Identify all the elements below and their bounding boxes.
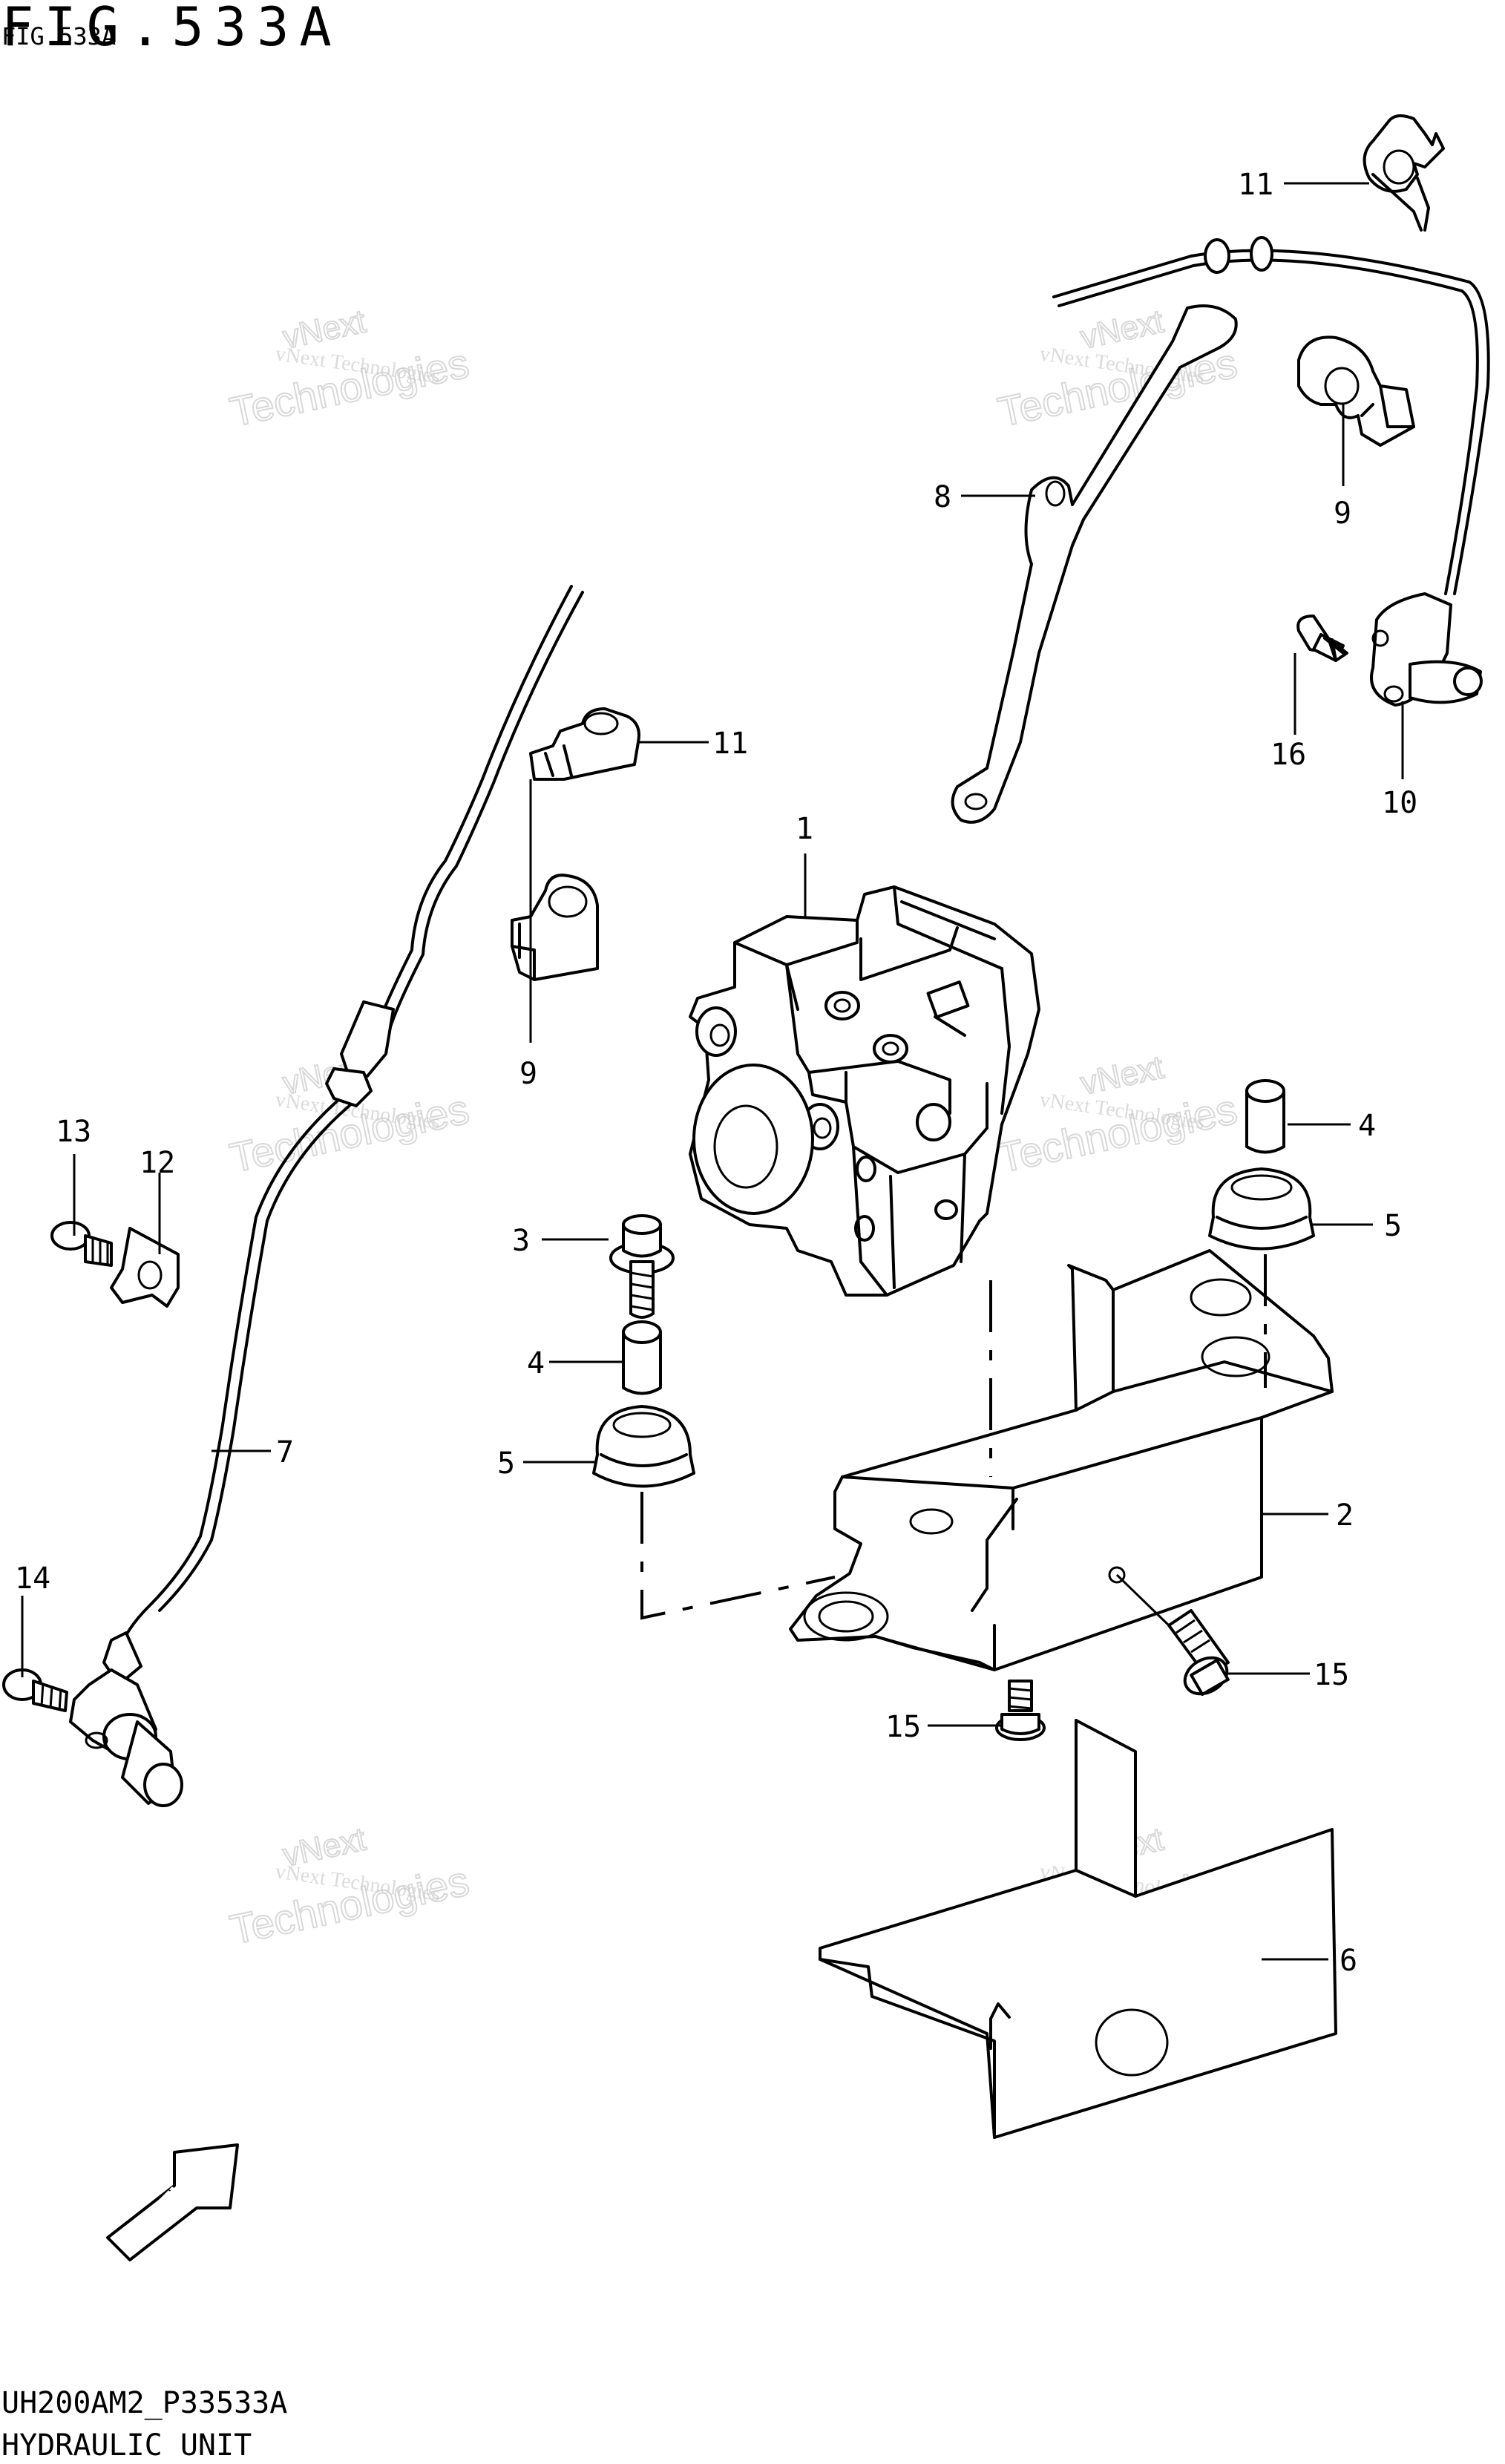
part-15-bolt-b — [995, 1680, 1046, 1741]
part-14-bolt — [2, 1668, 68, 1712]
part-3-bolt — [609, 1214, 675, 1319]
callout-10: 10 — [1382, 786, 1417, 820]
part-2-main-bracket — [789, 1249, 1334, 1671]
diagram-name: HYDRAULIC UNIT — [1, 2428, 252, 2463]
part-8-sensor-bracket — [951, 304, 1238, 824]
part-16-bolt — [1296, 615, 1348, 662]
callout-12: 12 — [140, 1146, 175, 1180]
watermark-bottom-left: vNext vNext Technologies Technologies — [225, 1820, 473, 1953]
callout-2: 2 — [1336, 1498, 1354, 1533]
callout-3: 3 — [512, 1224, 530, 1258]
part-9-clamp-middle — [511, 874, 599, 981]
watermark-line1: vNext — [1078, 1049, 1167, 1101]
leader-lines — [21, 182, 1404, 1961]
part-4-collar-right — [1245, 1079, 1285, 1154]
part-12-clip — [110, 1227, 180, 1308]
callout-4-right: 4 — [1358, 1109, 1376, 1143]
callout-4-left: 4 — [527, 1346, 545, 1380]
part-5-grommet-right — [1208, 1167, 1315, 1251]
part-7-wheel-speed-sensor-front — [69, 585, 584, 1807]
watermark-middle-right: vNext vNext Technologies Technologies — [993, 1048, 1242, 1182]
callout-8: 8 — [934, 480, 951, 514]
callout-15-right: 15 — [1314, 1658, 1349, 1692]
part-11-clip-middle — [529, 707, 640, 781]
callout-14: 14 — [15, 1562, 50, 1596]
part-1-hydraulic-unit — [689, 885, 1040, 1297]
part-9-clamp-right — [1297, 335, 1415, 447]
callout-5-left: 5 — [497, 1446, 515, 1481]
callout-labels: 1 2 3 4 4 5 5 6 7 8 9 9 10 11 11 12 13 1… — [15, 168, 1417, 1978]
callout-6: 6 — [1340, 1944, 1357, 1978]
fwd-arrow-icon: FWD — [106, 2143, 239, 2261]
watermark-top-left: vNext vNext Technologies Technologies — [225, 302, 473, 436]
callout-9-middle: 9 — [519, 1057, 537, 1091]
callout-1: 1 — [796, 812, 813, 846]
figure-subtitle: FIG.533A — [1, 22, 117, 50]
part-5-grommet-left — [592, 1405, 695, 1488]
part-15-bolt-a — [1167, 1609, 1230, 1696]
callout-7: 7 — [276, 1435, 294, 1469]
callout-15-left: 15 — [885, 1710, 921, 1744]
callout-16: 16 — [1270, 738, 1306, 772]
callout-13: 13 — [56, 1115, 91, 1149]
diagram-code: UH200AM2_P33533A — [1, 2386, 288, 2420]
part-11-clip-top-right — [1363, 114, 1445, 232]
callout-5-right: 5 — [1384, 1209, 1402, 1243]
watermark-line1: vNext — [1078, 303, 1167, 355]
part-6-lower-bracket — [819, 1719, 1337, 2139]
figure-title: FIG.533A — [1, 0, 342, 58]
callout-9-right: 9 — [1334, 497, 1351, 531]
guide-line-left — [640, 1492, 836, 1620]
part-10-wheel-speed-sensor-rear — [1052, 236, 1490, 707]
callout-11-middle: 11 — [712, 727, 748, 761]
callout-11-top-right: 11 — [1238, 168, 1273, 202]
guide-line-15 — [1115, 1573, 1170, 1627]
part-13-bolt — [50, 1221, 113, 1267]
part-4-collar-left — [622, 1320, 662, 1395]
